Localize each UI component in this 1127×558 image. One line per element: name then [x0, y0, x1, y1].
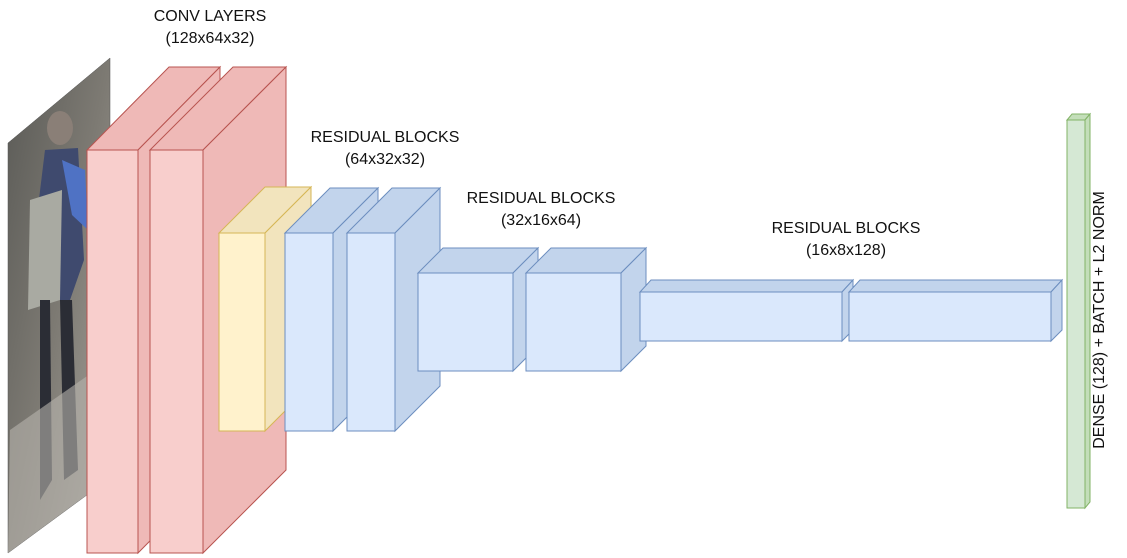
conv-layers-dims: (128x64x32) — [165, 30, 255, 47]
residual-blocks-1-label: RESIDUAL BLOCKS (64x32x32) — [285, 127, 485, 171]
dense-block — [1065, 112, 1092, 510]
conv-layers-label: CONV LAYERS (128x64x32) — [130, 6, 290, 50]
residual-blocks-1-dims: (64x32x32) — [344, 151, 426, 168]
res2-block-1 — [416, 246, 540, 373]
dense-layer-text: DENSE (128) + BATCH + L2 NORM — [1091, 191, 1108, 449]
conv-layers-title: CONV LAYERS — [153, 8, 267, 25]
residual-blocks-2-dims: (32x16x64) — [500, 212, 582, 229]
residual-blocks-3-title: RESIDUAL BLOCKS — [771, 220, 921, 237]
residual-blocks-1-title: RESIDUAL BLOCKS — [310, 129, 460, 146]
residual-blocks-3-dims: (16x8x128) — [805, 242, 887, 259]
input-person-image — [7, 57, 111, 554]
res3-block-1 — [638, 278, 855, 343]
res3-block-2 — [847, 278, 1064, 343]
residual-blocks-2-label: RESIDUAL BLOCKS (32x16x64) — [441, 188, 641, 232]
residual-blocks-2-title: RESIDUAL BLOCKS — [466, 190, 616, 207]
res2-block-2 — [524, 246, 648, 373]
residual-blocks-3-label: RESIDUAL BLOCKS (16x8x128) — [746, 218, 946, 262]
